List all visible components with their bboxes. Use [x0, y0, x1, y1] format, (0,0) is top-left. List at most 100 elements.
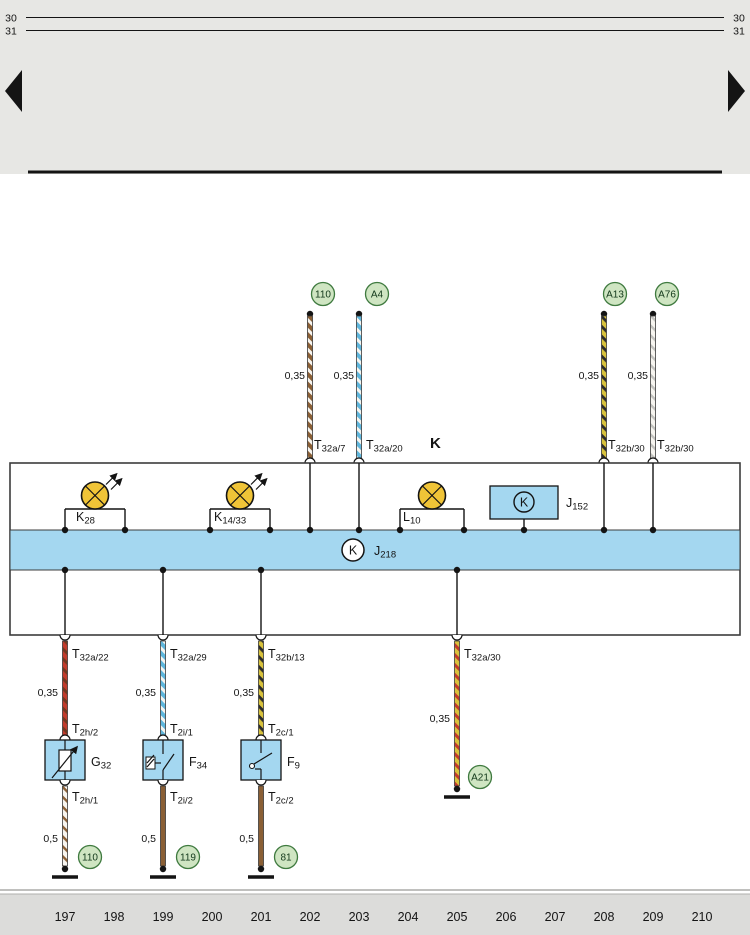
track-number: 208: [594, 910, 615, 924]
wire-t32b-30-a: 0,35 T32b/30: [579, 310, 645, 464]
j218-label: J218: [374, 544, 396, 561]
terminal-label-t32a-30: T32a/30: [464, 647, 501, 664]
terminal-label-t2i-1: T2i/1: [170, 722, 193, 739]
track-number: 206: [496, 910, 517, 924]
rail-30-label-left: 30: [5, 13, 17, 25]
terminal-30-rail: 30 30: [5, 13, 745, 25]
float-switch-icon: [145, 740, 175, 780]
terminal-label-t32b-13: T32b/13: [268, 647, 305, 664]
track-number: 200: [202, 910, 223, 924]
f34-label: F34: [189, 755, 207, 772]
terminal-label-t32b-30b: T32b/30: [657, 438, 694, 455]
track-number: 197: [55, 910, 76, 924]
track-number: 209: [643, 910, 664, 924]
wire-gauge: 0,35: [579, 370, 600, 382]
track-number: 205: [447, 910, 468, 924]
ground-symbol: [248, 865, 274, 879]
connector-circle-label: 110: [82, 853, 98, 864]
connector-circle-a4[interactable]: A4: [364, 281, 390, 307]
top-panel: [0, 0, 750, 174]
track-number: 198: [104, 910, 125, 924]
light-arrows-icon: [105, 472, 123, 490]
terminal-label-t32b-30: T32b/30: [608, 438, 645, 455]
terminal-label-t32a-20: T32a/20: [366, 438, 403, 455]
track-number: 210: [692, 910, 713, 924]
circled-k-letter: K: [520, 496, 529, 510]
ground-symbol: [52, 865, 78, 879]
lamp-k14-33-label: K14/33: [214, 510, 246, 527]
wire-gauge: 0,35: [334, 370, 355, 382]
wire-gauge: 0,35: [136, 687, 157, 699]
track-number: 203: [349, 910, 370, 924]
warning-lamp-k28: K28: [61, 472, 129, 534]
connector-circle-label: 119: [180, 853, 196, 864]
terminal-31-rail: 31 31: [5, 26, 745, 38]
rail-31-label-left: 31: [5, 26, 17, 38]
connector-circle-label: A21: [471, 773, 489, 784]
connector-circle-label: A13: [606, 290, 624, 301]
track-numbers: 197 198 199 200 201 202 203 204 205 206 …: [55, 910, 713, 924]
lamp-k28-label: K28: [76, 510, 95, 527]
connector-circle-a13[interactable]: A13: [602, 281, 628, 307]
wire-gauge: 0,35: [628, 370, 649, 382]
connector-circle-a76[interactable]: A76: [654, 281, 680, 307]
track-number: 204: [398, 910, 419, 924]
wire-gauge: 0,5: [43, 833, 58, 845]
j152-label: J152: [566, 496, 588, 513]
internal-wires-top: [306, 463, 657, 534]
lamp-l10: L10: [396, 481, 468, 534]
wire-gauge: 0,35: [285, 370, 306, 382]
wire-t32b-30-b: 0,35 T32b/30: [628, 310, 694, 464]
connector-circle-label: A4: [371, 290, 384, 301]
j218-control-unit-band: [9, 529, 741, 571]
branch-g32: T32a/22 0,35 T2h/2 G32 T2h/1 0,5 110: [38, 634, 111, 879]
control-unit-j152: K J152: [489, 485, 588, 534]
current-track-bar: [0, 894, 750, 935]
terminal-label-t2h-2: T2h/2: [72, 722, 98, 739]
next-page-arrow-icon[interactable]: [728, 70, 745, 112]
wire-t32a-7: 0,35 T32a/7: [285, 310, 345, 464]
terminal-label-t2h-1: T2h/1: [72, 790, 98, 807]
track-number: 199: [153, 910, 174, 924]
connector-circle-110-top[interactable]: 110: [310, 281, 336, 307]
connector-circle-label: 110: [315, 290, 331, 301]
connector-circle-label: 81: [280, 853, 292, 864]
ground-symbol: [444, 785, 470, 799]
ground-symbol: [150, 865, 176, 879]
light-arrows-icon: [250, 472, 268, 490]
variable-resistor-icon: [51, 740, 78, 780]
prev-page-arrow-icon[interactable]: [5, 70, 22, 112]
connector-circle-a21[interactable]: A21: [467, 764, 493, 790]
terminal-label-t2c-1: T2c/1: [268, 722, 294, 739]
branch-a21: T32a/30 0,35 A21: [430, 634, 501, 799]
branch-f34: T32a/29 0,35 T2i/1 F34 T2i/2 0,5 119: [136, 634, 207, 879]
connector-k-label: K: [430, 435, 441, 452]
wire-t32a-20: 0,35 T32a/20: [334, 310, 403, 464]
track-number: 207: [545, 910, 566, 924]
connector-circle-81[interactable]: 81: [273, 844, 299, 870]
connector-circle-label: A76: [658, 290, 676, 301]
track-number: 202: [300, 910, 321, 924]
track-number: 201: [251, 910, 272, 924]
g32-label: G32: [91, 755, 111, 772]
lamp-l10-label: L10: [403, 510, 421, 527]
terminal-label-t32a-7: T32a/7: [314, 438, 345, 455]
circled-k-letter: K: [349, 544, 358, 558]
connector-circle-110-bottom[interactable]: 110: [77, 844, 103, 870]
wire-gauge: 0,5: [239, 833, 254, 845]
circled-k-icon: [513, 491, 535, 513]
warning-lamp-k14-33: K14/33: [206, 472, 274, 534]
branch-f9: T32b/13 0,35 T2c/1 F9 T2c/2 0,5 81: [234, 634, 305, 879]
rail-30-label-right: 30: [733, 13, 745, 25]
rail-31-label-right: 31: [733, 26, 745, 38]
connector-circle-119[interactable]: 119: [175, 844, 201, 870]
terminal-label-t32a-29: T32a/29: [170, 647, 207, 664]
f9-label: F9: [287, 755, 300, 772]
wire-gauge: 0,35: [38, 687, 59, 699]
internal-wires-bottom: [61, 566, 461, 635]
terminal-label-t2i-2: T2i/2: [170, 790, 193, 807]
wire-gauge: 0,35: [234, 687, 255, 699]
circled-k-icon: [341, 538, 365, 562]
terminal-label-t32a-22: T32a/22: [72, 647, 109, 664]
